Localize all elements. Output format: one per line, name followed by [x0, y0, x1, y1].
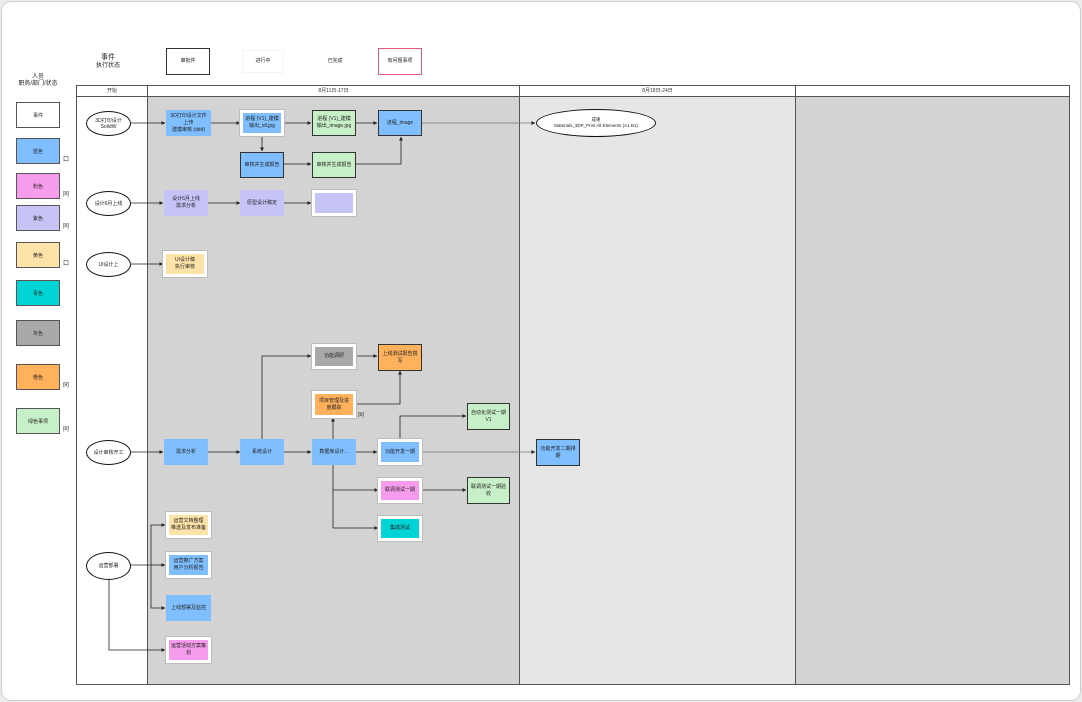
node-r4-b[interactable]: 系统设计 [240, 439, 284, 465]
node-r5-d[interactable]: 运营活动方案策划 [165, 636, 212, 664]
legend-item[interactable]: 紫色 [16, 205, 60, 231]
sidebar-title: 人员 [31, 74, 44, 80]
legend-mark: 同 [63, 224, 70, 230]
node-r4-e[interactable]: 自动化测试一期 V1 [467, 403, 510, 430]
start-row4[interactable]: 设计审核开工 [86, 440, 131, 465]
legend-item[interactable]: 粉色 [16, 173, 60, 199]
node-r3-a[interactable]: UI设计稿 执行审核 [162, 250, 208, 278]
node-r4-a[interactable]: 需求分析 [164, 439, 208, 465]
node-r4-d[interactable]: 功能开发一期 [377, 438, 423, 466]
node-r5-b[interactable]: 运营推广方案 用户分析报告 [165, 551, 212, 579]
node-r4-out[interactable]: 功能开发二期排期 [536, 439, 580, 466]
legend-mark: 口 [63, 157, 70, 163]
header-pill-approval[interactable]: 审批件 [166, 48, 210, 75]
legend-item[interactable]: 蓝色 [16, 138, 60, 164]
lane-head-1: 8月11日-17日 [147, 85, 519, 97]
start-row5[interactable]: 运营部署 [86, 552, 131, 580]
node-r4-orange2[interactable]: 项目管理及进度跟踪 [311, 390, 357, 419]
header-pill-in-progress[interactable]: 进行中 [242, 50, 284, 73]
node-r5-c[interactable]: 上线部署及监控 [166, 595, 211, 621]
lane-head-start: 开始 [76, 85, 147, 97]
lane-start-bg [76, 85, 147, 685]
header-pill-issue[interactable]: 有问题事项 [378, 48, 422, 75]
node-r5-a[interactable]: 运营文档整理 推送及发布准备 [165, 511, 212, 539]
node-r2-a[interactable]: 设计6月上线 需求分析 [164, 190, 208, 216]
legend-mark: 同 [63, 192, 70, 198]
header-subtitle: 执行状态 [95, 63, 120, 69]
legend-item[interactable]: 事件 [16, 102, 60, 128]
start-row1[interactable]: 3D打印设计 SolidW [86, 111, 131, 136]
node-r4-c[interactable]: 数据库设计... [312, 439, 356, 465]
lane-2-bg [519, 97, 795, 685]
legend-mark: 同 [63, 383, 70, 389]
end-ellipse-row1[interactable]: 成果 Materials_3DP_Print All Elements (A1 … [536, 109, 656, 137]
node-r2-b[interactable]: 原型设计稿定 [240, 190, 284, 216]
node-r4-mark: 同 [358, 413, 365, 419]
start-row2[interactable]: 设计6月上线 [86, 191, 131, 216]
node-r4-orange1[interactable]: 上线测试报告撰写 [378, 344, 422, 371]
header-title: 事件 [101, 54, 115, 61]
legend-item[interactable]: 橙色 [16, 364, 60, 390]
legend-item[interactable]: 青色 [16, 280, 60, 306]
lane-3-bg [795, 97, 1070, 685]
node-r1-f[interactable]: 审核并生成报告 [312, 152, 356, 178]
node-r1-e[interactable]: 审核并生成报告 [240, 152, 284, 178]
node-r2-c[interactable] [311, 189, 357, 217]
node-r4-pink[interactable]: 联调测试一期 [377, 477, 423, 504]
legend-item[interactable]: 绿色事项 [16, 408, 60, 434]
node-r4-cyan[interactable]: 集成测试 [377, 515, 423, 542]
node-r4-gray[interactable]: 功能调研 [311, 343, 357, 370]
legend-mark: 同 [63, 427, 70, 433]
header-pill-done[interactable]: 已完成 [327, 58, 343, 64]
node-r1-d[interactable]: 进程_image [378, 110, 422, 136]
legend-item[interactable]: 黄色 [16, 242, 60, 268]
legend-mark: 口 [63, 261, 70, 267]
node-r1-c[interactable]: 进程 (V1)_建模 输出_image.jpg [312, 110, 356, 136]
node-r4-green2[interactable]: 联调测试一期验收 [467, 477, 510, 504]
legend-item[interactable]: 灰色 [16, 320, 60, 346]
lane-head-3 [795, 85, 1070, 97]
sidebar-subtitle: 职务/部门/状态 [18, 81, 58, 87]
node-r1-a[interactable]: 3D打印设计文件上传 建模审核 (ddd) [166, 110, 211, 136]
lane-bottom-border [76, 684, 1070, 685]
start-row3[interactable]: UI设计上 [86, 252, 131, 277]
lane-head-2: 8月18日-24日 [519, 85, 795, 97]
node-r1-b[interactable]: 进程 (V1)_建模 输出_stl.jpg [239, 109, 285, 137]
